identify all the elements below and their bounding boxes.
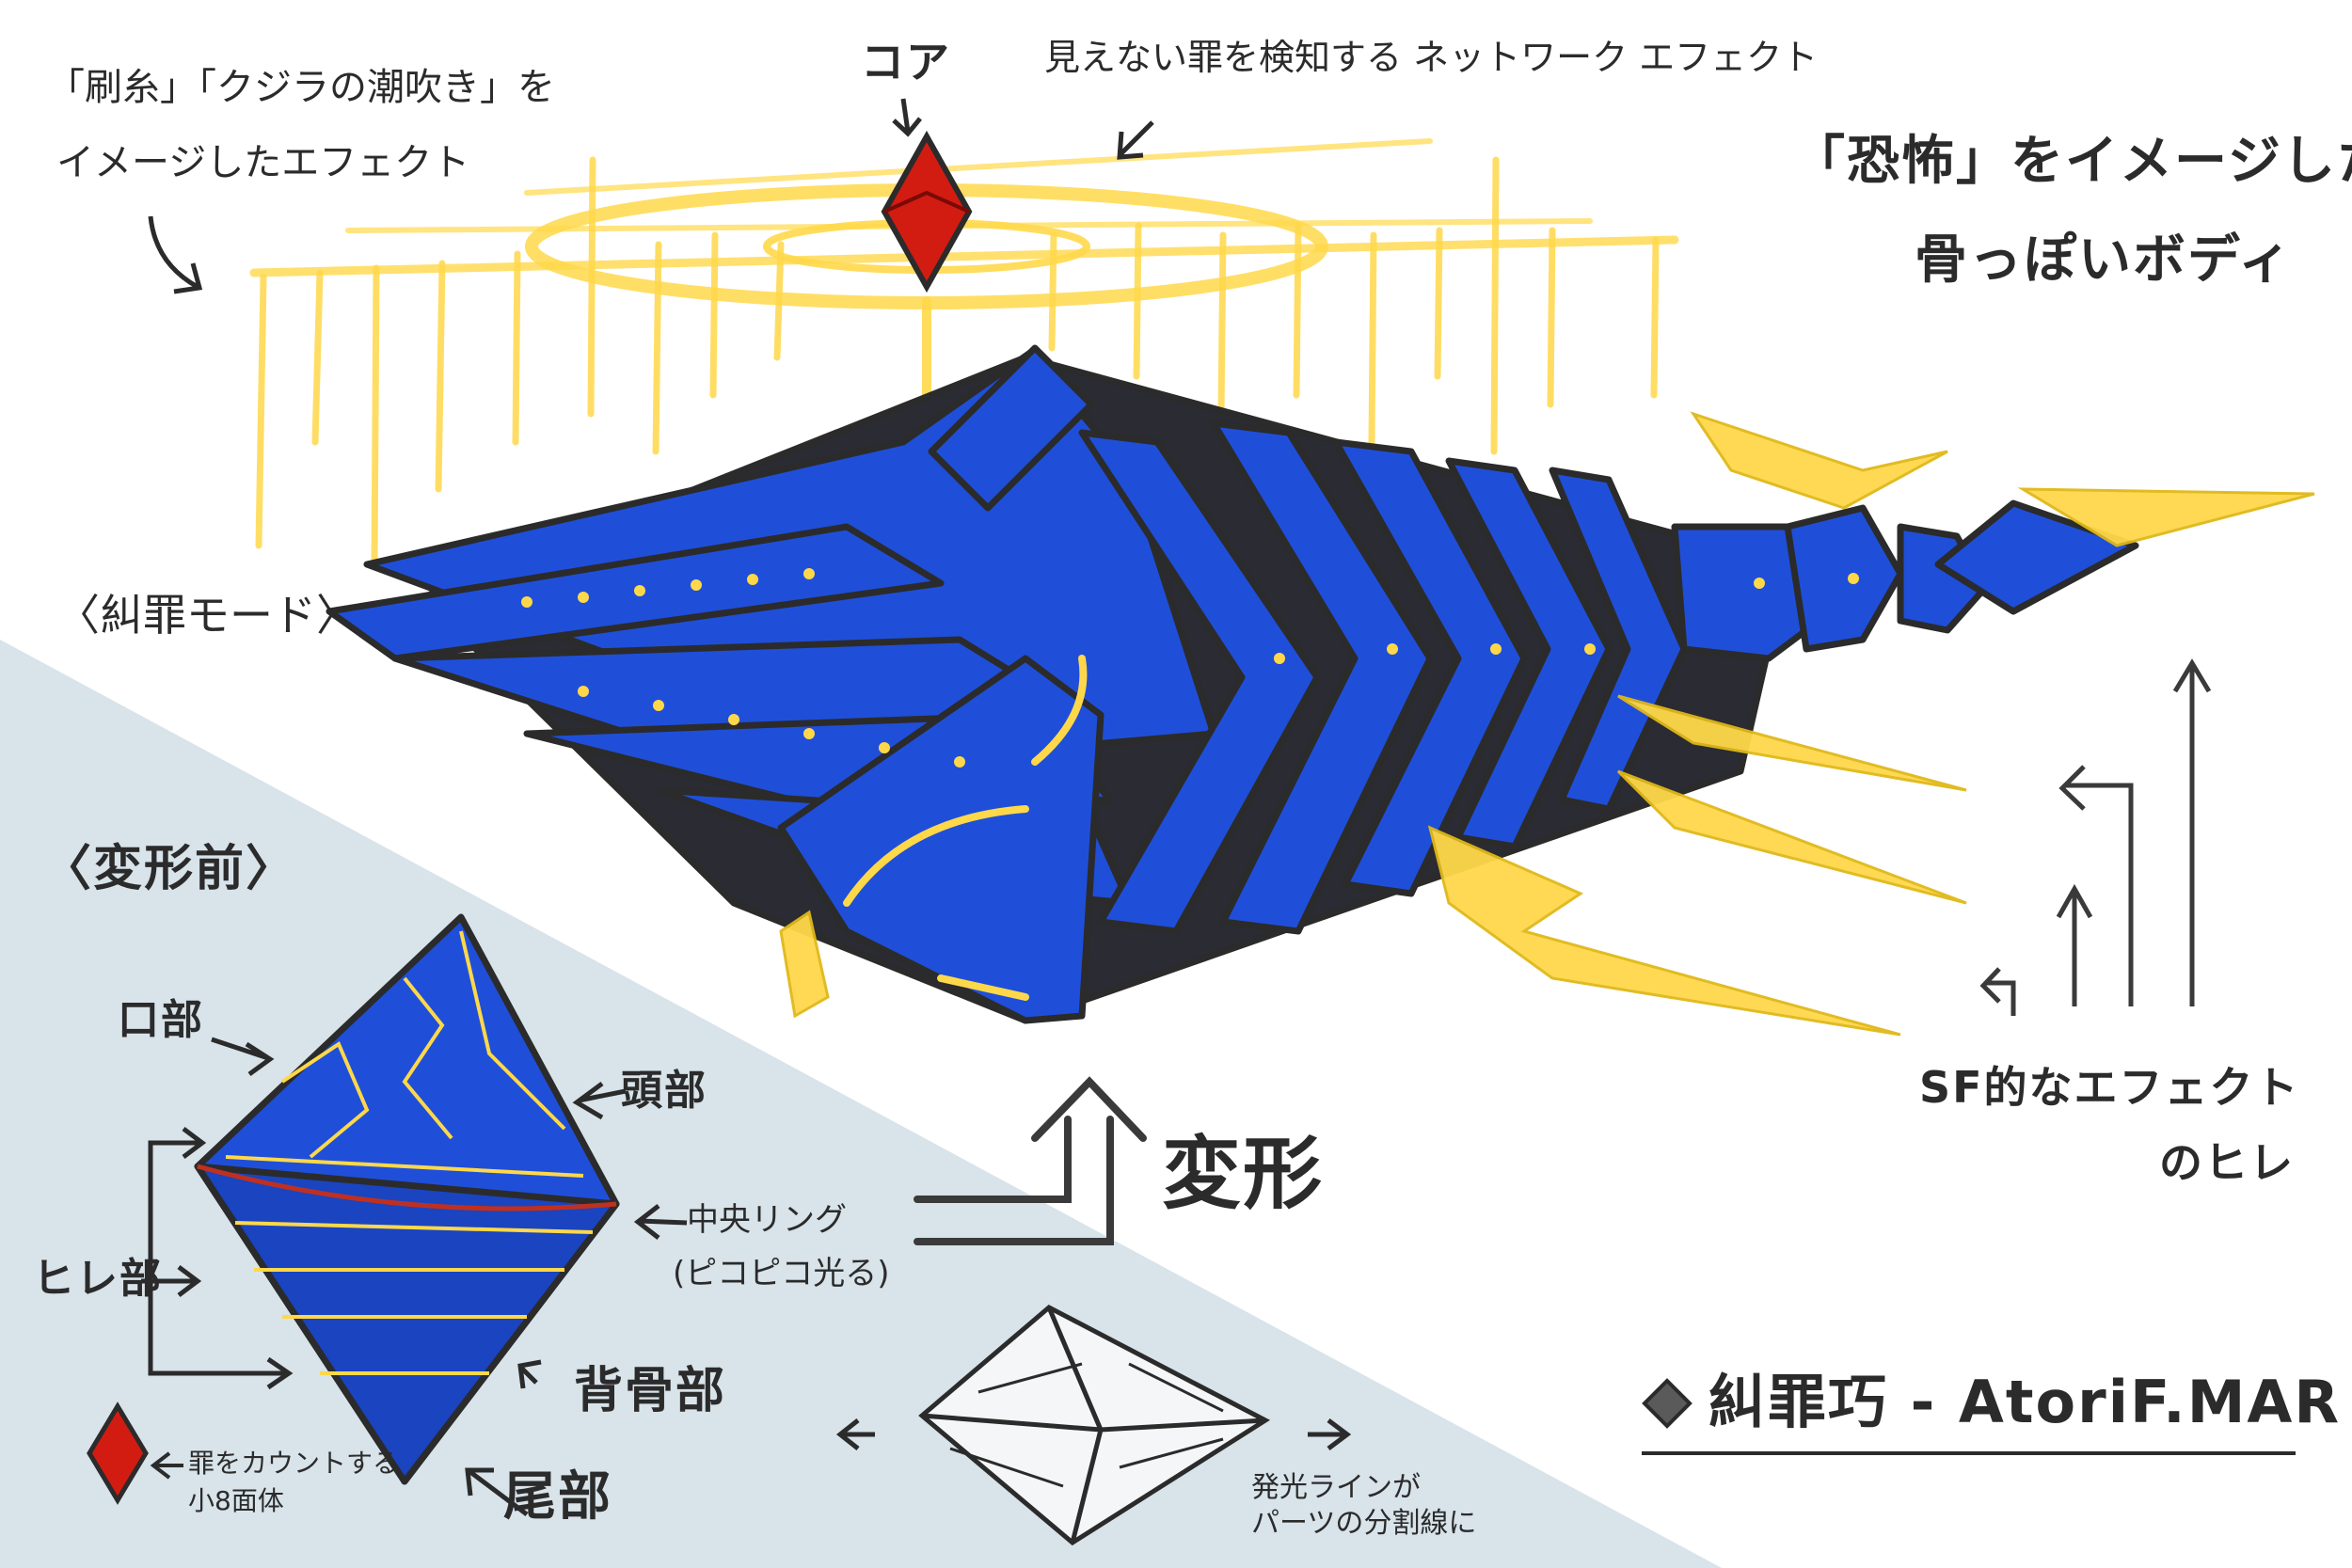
octahedron-glow-lines xyxy=(225,930,594,1375)
sf-effect-fins xyxy=(779,411,2315,1037)
fin-part-label: ヒレ部 xyxy=(33,1255,163,1303)
sf-effect-arrows xyxy=(1979,658,2212,1016)
fear-note-line2: 骨っぽいボディ xyxy=(1915,230,2294,291)
octahedron-sketch xyxy=(918,1305,1271,1546)
sin-counter-label-line1: 罪をカウントする xyxy=(188,1448,400,1479)
before-transform-label: 〈変形前〉 xyxy=(42,841,297,897)
center-ring-label-line2: (ピコピコ光る) xyxy=(673,1255,890,1292)
core-label: コア xyxy=(861,37,951,87)
mode-label: 〈糾罪モード〉 xyxy=(56,590,359,641)
fear-note-line1: 「恐怖」をイメージした xyxy=(1792,131,2352,192)
back-part-label: 背骨部 xyxy=(574,1363,727,1419)
octahedron-callout-arrows xyxy=(141,1037,688,1516)
mouth-part-label: 口部 xyxy=(118,996,204,1044)
signature-gem-icon xyxy=(1642,1378,1692,1429)
center-ring-label-line1: 中央リング xyxy=(687,1201,847,1239)
core-gem-icon xyxy=(881,130,973,293)
sf-fin-label-line2: のヒレ xyxy=(2159,1137,2295,1188)
sf-fin-label-line1: SF的なエフェクト xyxy=(1919,1062,2300,1113)
network-arrow-icon xyxy=(1117,120,1154,160)
sin-counter-arrow-icon xyxy=(150,1451,183,1480)
glow-lines-note-line2: パーツの分割線に xyxy=(1251,1507,1477,1540)
sin-counter-gem-icon xyxy=(87,1402,149,1505)
transform-arrow-icon xyxy=(914,1076,1147,1245)
octahedron-before xyxy=(194,913,620,1485)
glow-lines-note-line1: 発光ラインが xyxy=(1251,1471,1421,1504)
head-part-label: 頭部 xyxy=(621,1067,707,1115)
body-glow-dots xyxy=(521,568,1859,768)
core-arrow-icon xyxy=(892,98,922,137)
network-effect-label: 見えない罪を検知する ネットワーク エフェクト xyxy=(1044,37,1819,78)
top-left-note-line2: イメージしたエフェクト xyxy=(56,141,470,184)
sketch-side-arrows xyxy=(835,1418,1352,1450)
transform-label: 変形 xyxy=(1162,1128,1325,1220)
body-glow-lines xyxy=(843,655,1088,1001)
whale-body xyxy=(326,344,2139,1024)
top-left-arrow-icon xyxy=(148,215,203,294)
sin-counter-label-line2: 小8面体 xyxy=(188,1485,284,1516)
signature: 糾罪巧 - AtoriF.MAR xyxy=(1708,1368,2342,1436)
tail-part-label: 尾部 xyxy=(503,1466,612,1528)
top-left-note-line1: 「刷糸」「クジラの潮吹き」を xyxy=(47,66,555,109)
